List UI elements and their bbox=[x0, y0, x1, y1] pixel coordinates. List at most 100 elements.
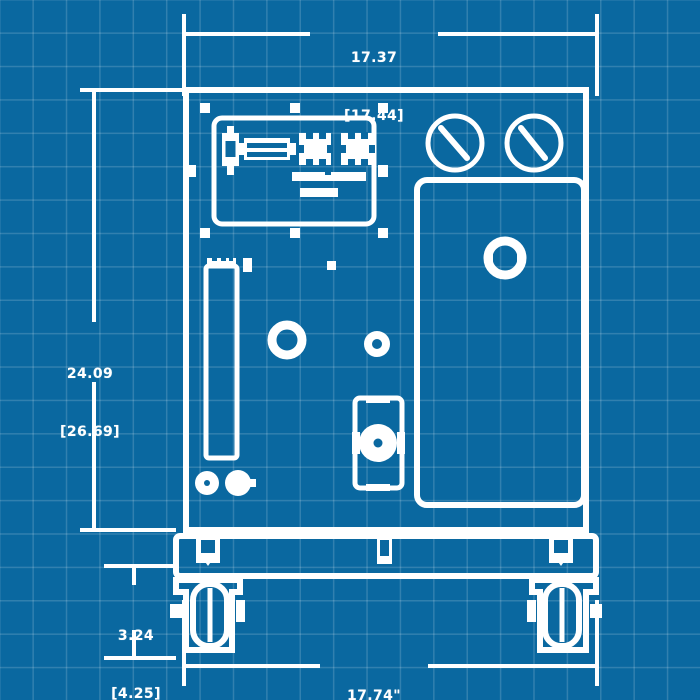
overall-width-primary: 17.37 bbox=[350, 49, 398, 66]
cluster-right-notch-lm bbox=[340, 145, 346, 153]
knob-right[interactable] bbox=[225, 470, 256, 496]
cabinet-body bbox=[183, 87, 589, 533]
small-port-key-left bbox=[365, 341, 371, 349]
bracket-right-tip bbox=[554, 556, 568, 566]
cluster-right-notch-tr bbox=[361, 132, 368, 139]
motor-shaft-hole bbox=[373, 438, 383, 448]
panel-screw-br bbox=[378, 228, 388, 238]
overall-width-bracketed: [17.44] bbox=[344, 107, 404, 124]
panel-indicator-cluster-right[interactable] bbox=[340, 132, 375, 166]
panel-label-bar-notch bbox=[325, 171, 331, 175]
panel-display-bar bbox=[238, 138, 296, 160]
right-access-panel[interactable] bbox=[414, 177, 587, 508]
caster-left-yoke bbox=[173, 577, 243, 653]
dimension-label-overall-height: 24.09 [26.69] bbox=[48, 326, 132, 481]
display-bar-slot-top bbox=[247, 143, 287, 148]
motor-pump-assembly bbox=[352, 395, 405, 491]
caster-right-yoke bbox=[529, 577, 599, 653]
control-panel bbox=[211, 115, 377, 227]
cluster-left-notch-bl bbox=[306, 159, 313, 166]
gauge-right-bezel bbox=[504, 113, 564, 173]
sight-tube-cap-notch-1 bbox=[212, 257, 217, 261]
base-bracket-right bbox=[549, 536, 573, 566]
knob-left-center bbox=[204, 480, 210, 486]
display-bar-slot-bottom bbox=[247, 152, 287, 157]
center-port-ring bbox=[267, 320, 307, 360]
cluster-left-notch-tl bbox=[306, 132, 313, 139]
right-port-ring bbox=[483, 236, 527, 280]
cluster-right-notch-br bbox=[361, 159, 368, 166]
gauge-right-needle bbox=[518, 125, 548, 161]
small-access-port bbox=[364, 331, 390, 357]
dimension-label-caster-height: 3.24 [4.25] bbox=[96, 588, 176, 700]
panel-screw-bl bbox=[200, 228, 210, 238]
right-panel-port bbox=[483, 236, 527, 280]
sight-tube-cap-notch-3 bbox=[229, 257, 233, 261]
panel-screw-bc bbox=[290, 228, 300, 238]
pressure-gauge-right bbox=[504, 113, 564, 173]
display-bar-left-cap bbox=[238, 143, 246, 155]
base-rail bbox=[173, 533, 599, 579]
base-width-primary: 17.74" bbox=[347, 687, 401, 700]
motor-foot-top bbox=[366, 396, 390, 403]
caster-right-wheel-outline bbox=[542, 581, 582, 649]
caster-left bbox=[170, 577, 245, 653]
gauge-left-bezel bbox=[425, 113, 485, 173]
pressure-gauge-left bbox=[425, 113, 485, 173]
caster-left-swivel-plate bbox=[236, 600, 245, 622]
cluster-left-notch-tr bbox=[319, 132, 326, 139]
caster-right bbox=[527, 577, 602, 653]
caster-right-axle bbox=[590, 604, 602, 618]
bracket-right-slot bbox=[554, 540, 568, 553]
cluster-right-notch-tl bbox=[348, 132, 355, 139]
sight-tube-body bbox=[203, 263, 240, 461]
knob-right-body bbox=[225, 470, 251, 496]
bracket-left-tip bbox=[201, 556, 215, 566]
caster-left-wheel-outline bbox=[190, 581, 230, 649]
caster-left-axle bbox=[170, 604, 182, 618]
sight-tube-cap bbox=[207, 258, 236, 266]
cluster-left-notch-lm bbox=[298, 145, 304, 153]
sight-tube-cap-notch-2 bbox=[221, 257, 226, 261]
bracket-left-slot bbox=[201, 540, 215, 553]
vertical-sight-tube bbox=[203, 257, 252, 461]
center-port-key-right bbox=[298, 336, 305, 345]
panel-screw-mr bbox=[378, 165, 388, 177]
control-panel-screws bbox=[186, 103, 388, 238]
panel-indicator-cluster-left[interactable] bbox=[298, 132, 333, 166]
overall-height-bracketed: [26.69] bbox=[60, 423, 120, 440]
motor-band-right bbox=[397, 432, 405, 454]
center-access-port bbox=[267, 320, 307, 360]
cluster-left-notch-rm bbox=[327, 145, 333, 153]
right-port-key-left bbox=[486, 253, 493, 263]
right-port-key-right bbox=[517, 253, 524, 263]
selector-window bbox=[225, 141, 236, 157]
motor-band-left bbox=[352, 432, 360, 454]
sight-tube-side-tab bbox=[243, 258, 252, 272]
panel-screw-ml bbox=[186, 165, 196, 177]
base-bracket-center bbox=[377, 536, 392, 564]
panel-label-bar-short bbox=[300, 188, 338, 197]
bracket-center-slot bbox=[380, 540, 389, 556]
panel-selector-switch[interactable] bbox=[222, 126, 239, 175]
panel-label-bar-long bbox=[292, 172, 366, 181]
gauge-left-needle bbox=[438, 125, 470, 161]
cluster-right-notch-bl bbox=[348, 159, 355, 166]
selector-stem-top bbox=[227, 126, 234, 135]
display-bar-right-cap bbox=[288, 143, 296, 155]
overall-height-primary: 24.09 bbox=[66, 365, 114, 382]
cluster-left-notch-br bbox=[319, 159, 326, 166]
panel-screw-tr bbox=[378, 103, 388, 113]
base-bracket-left bbox=[196, 536, 220, 566]
dimension-label-base-width: 17.74" bbox=[324, 648, 424, 700]
tiny-fastener bbox=[327, 261, 336, 270]
cluster-right-notch-rm bbox=[369, 145, 375, 153]
dimension-label-overall-width: 17.37 [17.44] bbox=[314, 10, 434, 165]
knob-right-stem bbox=[248, 479, 256, 487]
knob-left[interactable] bbox=[195, 471, 219, 495]
panel-screw-tl bbox=[200, 103, 210, 113]
motor-foot-bottom bbox=[366, 484, 390, 491]
selector-stem-bottom bbox=[227, 164, 234, 175]
caster-height-primary: 3.24 bbox=[117, 627, 155, 644]
